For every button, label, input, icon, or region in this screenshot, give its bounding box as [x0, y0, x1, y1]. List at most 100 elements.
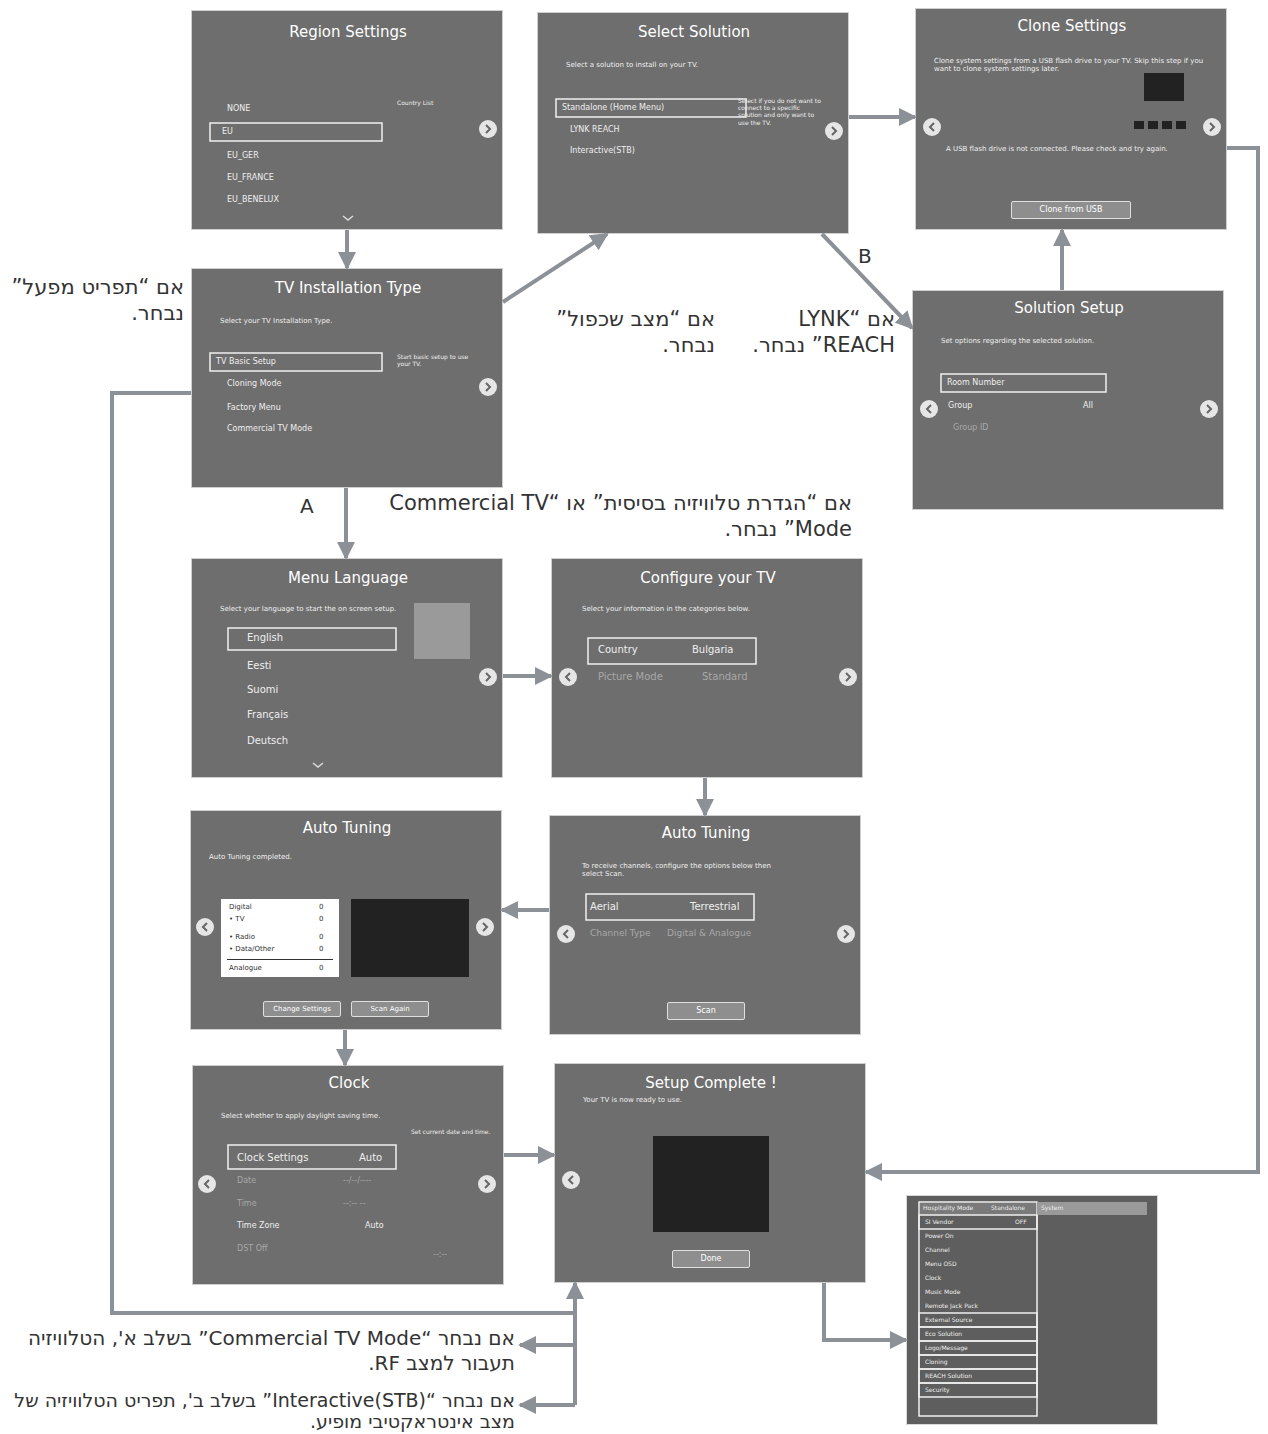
- screen-box: Clone SettingsClone system settings from…: [915, 8, 1227, 230]
- edge-label: אם “מצב שכפול” נבחר.: [540, 306, 715, 359]
- screen-box: Setup Complete !Your TV is now ready to …: [554, 1063, 866, 1283]
- screen-text: Start basic setup to use your TV.: [397, 353, 482, 367]
- selection-frame: [228, 1145, 396, 1169]
- nav-chevron: [486, 383, 490, 391]
- nav-chevron: [1207, 405, 1211, 413]
- note-arrow: [520, 1403, 575, 1407]
- screen-area: [1176, 121, 1186, 129]
- screen-box: Region SettingsNONEEUEU_GEREU_FRANCEEU_B…: [191, 10, 503, 230]
- screen-title: Clock: [193, 1074, 505, 1092]
- nav-chevron: [483, 923, 487, 931]
- screen-text: Standard: [702, 671, 762, 683]
- nav-chevron: [832, 127, 836, 135]
- screen-text: Digital & Analogue: [667, 928, 767, 939]
- screen-text: Select your language to start the on scr…: [220, 605, 410, 613]
- screen-text: OFF: [1015, 1218, 1035, 1225]
- nav-button: [920, 400, 938, 418]
- nav-chevron: [486, 673, 490, 681]
- screen-text: Eesti: [247, 660, 347, 672]
- selection-frame: [941, 374, 1106, 392]
- screen-title: Configure your TV: [552, 569, 864, 587]
- nav-chevron: [564, 930, 568, 938]
- screen-text: 0: [319, 945, 333, 953]
- nav-chevron: [930, 123, 934, 131]
- screen-text: Your TV is now ready to use.: [583, 1096, 803, 1104]
- screen-text: Group ID: [953, 423, 1033, 433]
- screen-area: [414, 603, 470, 659]
- selection-frame: [210, 353, 382, 371]
- nav-button: [198, 1175, 216, 1193]
- screen-text: Auto: [359, 1152, 389, 1164]
- screen-text: EU: [222, 127, 372, 137]
- screen-box: TV Installation TypeSelect your TV Insta…: [191, 268, 503, 488]
- screen-text: Aerial: [590, 901, 670, 913]
- nav-button: [1203, 118, 1221, 136]
- screen-title: TV Installation Type: [192, 279, 504, 297]
- screen-title: Region Settings: [192, 23, 504, 41]
- screen-text: 0: [319, 933, 333, 941]
- flow-arrow: [112, 393, 575, 1313]
- screen-text: Terrestrial: [690, 901, 750, 913]
- screen-text: All: [1083, 401, 1113, 411]
- nav-button: [557, 925, 575, 943]
- nav-chevron: [1210, 123, 1214, 131]
- screen-text: Channel Type: [590, 928, 670, 939]
- selection-frame: [919, 1369, 1037, 1383]
- flow-arrow: [343, 1030, 347, 1065]
- screen-text: Français: [247, 709, 347, 721]
- screen-area: [1037, 1202, 1147, 1215]
- screen-text: System: [1041, 1204, 1141, 1211]
- nav-chevron: [203, 923, 207, 931]
- flow-arrow: [344, 488, 348, 558]
- nav-chevron: [846, 673, 850, 681]
- screen-box: Auto TuningAuto Tuning completed.Digital…: [190, 810, 502, 1030]
- screen-title: Clone Settings: [916, 17, 1228, 35]
- screen-area: [1144, 73, 1184, 101]
- nav-button: [825, 122, 843, 140]
- note-text: אם נבחר “Commercial TV Mode” בשלב א', הט…: [10, 1326, 515, 1376]
- flow-arrow: [824, 1283, 906, 1340]
- screen-text: Country List: [397, 99, 477, 106]
- selection-frame: [556, 99, 746, 117]
- screen-text: Standalone (Home Menu): [562, 103, 742, 113]
- screen-text: Cloning Mode: [227, 379, 377, 389]
- flow-arrow: [849, 115, 915, 119]
- selection-frame: [919, 1341, 1037, 1355]
- screen-text: Select a solution to install on your TV.: [566, 61, 766, 69]
- screen-area: [227, 959, 333, 960]
- flow-arrow: [822, 234, 912, 328]
- note-arrow: [520, 1343, 575, 1347]
- step-letter: A: [300, 494, 330, 518]
- flow-arrow: [866, 148, 1258, 1172]
- screen-text: EU_BENELUX: [227, 195, 327, 205]
- screen-text: Country: [598, 644, 678, 656]
- screen-decor: [192, 559, 504, 779]
- nav-button: [479, 378, 497, 396]
- screen-text: Standalone: [991, 1204, 1035, 1211]
- edge-label: אם “תפריט מפעל” נבחר.: [4, 274, 184, 327]
- nav-chevron: [486, 125, 490, 133]
- screen-box: Solution SetupSet options regarding the …: [912, 290, 1224, 510]
- screen-text: Security: [925, 1386, 1025, 1393]
- screen-area: [351, 899, 469, 977]
- screen-text: Room Number: [947, 378, 1097, 388]
- screen-text: Music Mode: [925, 1288, 1025, 1295]
- screen-text: Power On: [925, 1232, 1025, 1239]
- screen-button: Scan Again: [351, 1001, 429, 1017]
- screen-text: Set current date and time.: [411, 1128, 496, 1135]
- scroll-chevron: [313, 763, 323, 767]
- screen-area: [1162, 121, 1172, 129]
- screen-text: Suomi: [247, 684, 347, 696]
- screen-text: EU_FRANCE: [227, 173, 327, 183]
- screen-box: Configure your TVSelect your information…: [551, 558, 863, 778]
- nav-button: [562, 1171, 580, 1189]
- selection-frame: [919, 1327, 1037, 1341]
- screen-text: • Radio: [229, 933, 289, 941]
- screen-text: SI Vendor: [925, 1218, 1005, 1225]
- screen-title: Select Solution: [538, 23, 850, 41]
- screen-area: [653, 1136, 769, 1232]
- screen-text: Clock: [925, 1274, 1025, 1281]
- screen-text: Clone system settings from a USB flash d…: [934, 57, 1214, 74]
- nav-button: [476, 918, 494, 936]
- nav-chevron: [569, 1176, 573, 1184]
